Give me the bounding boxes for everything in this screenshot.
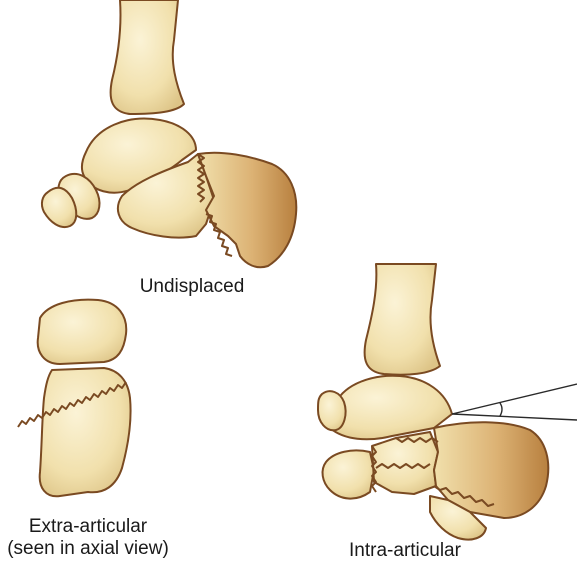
cuboid-bottom bbox=[323, 450, 374, 498]
axial-head bbox=[38, 300, 127, 364]
label-extra-articular-line1: Extra-articular bbox=[0, 516, 176, 538]
navicular-bottom bbox=[318, 391, 346, 430]
angle-line-upper bbox=[452, 384, 577, 414]
tibia-bottom bbox=[365, 264, 440, 375]
extra-articular-drawing bbox=[18, 300, 131, 497]
undisplaced-drawing bbox=[42, 0, 296, 267]
label-undisplaced: Undisplaced bbox=[118, 276, 266, 298]
label-extra-articular-line2: (seen in axial view) bbox=[0, 538, 176, 560]
angle-line-lower bbox=[452, 414, 577, 420]
angle-arc bbox=[500, 403, 502, 416]
label-extra-articular: Extra-articular (seen in axial view) bbox=[0, 516, 176, 560]
tibia-top bbox=[111, 0, 184, 114]
intra-articular-drawing bbox=[318, 264, 548, 540]
calcaneus-body-top bbox=[198, 153, 296, 268]
bohler-angle bbox=[452, 384, 577, 420]
label-intra-articular: Intra-articular bbox=[330, 540, 480, 562]
